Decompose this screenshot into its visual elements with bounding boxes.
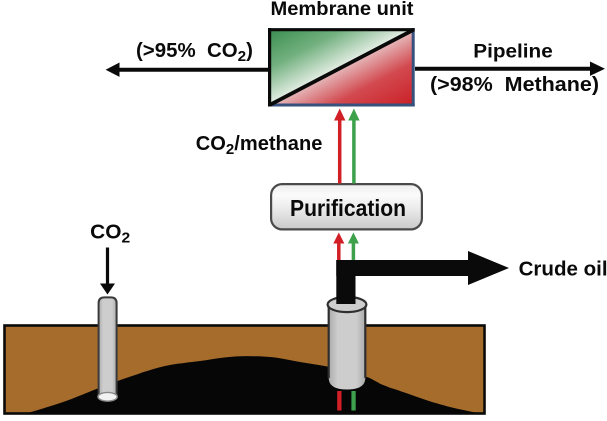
svg-text:(>95% CO2): (>95% CO2) [136, 40, 253, 65]
svg-text:Crude oil: Crude oil [519, 259, 607, 281]
svg-text:Purification: Purification [290, 195, 406, 221]
svg-text:Membrane unit: Membrane unit [271, 0, 415, 20]
svg-text:Pipeline: Pipeline [473, 41, 553, 63]
svg-text:CO2/methane: CO2/methane [196, 133, 323, 158]
svg-text:(>98% Methane): (>98% Methane) [430, 74, 599, 96]
svg-text:CO2: CO2 [90, 222, 130, 247]
